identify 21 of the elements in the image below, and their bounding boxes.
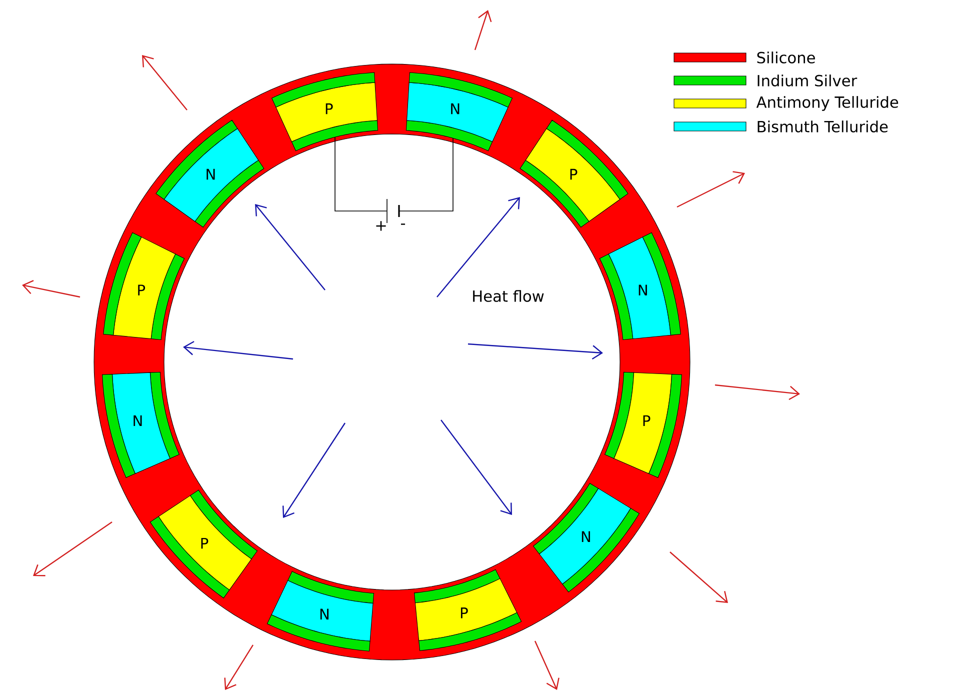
thermoelectric-element: N (406, 72, 513, 152)
thermoelectric-element: N (532, 482, 640, 592)
legend-item: Bismuth Telluride (674, 120, 888, 132)
wire (398, 138, 454, 212)
polarity-sign: - (401, 224, 406, 225)
polarity-sign: + (376, 221, 386, 231)
thermoelectric-element: P (414, 569, 522, 651)
thermoelectric-element: N (599, 232, 681, 340)
heat-flow-label: Heat flow (473, 290, 544, 302)
wire (334, 136, 388, 212)
thermoelectric-element: P (103, 232, 185, 340)
legend-item: Indium Silver (674, 74, 858, 86)
legend-item: Silicone (674, 52, 815, 64)
thermoelectric-element: P (271, 72, 378, 152)
thermoelectric-element: N (156, 120, 264, 228)
thermoelectric-element: P (150, 490, 258, 598)
thermoelectric-element: P (520, 120, 628, 228)
battery-symbol (386, 198, 400, 224)
legend-item: Antimony Telluride (674, 96, 898, 111)
thermoelectric-element: N (266, 571, 374, 652)
thermoelectric-element: N (102, 372, 180, 478)
